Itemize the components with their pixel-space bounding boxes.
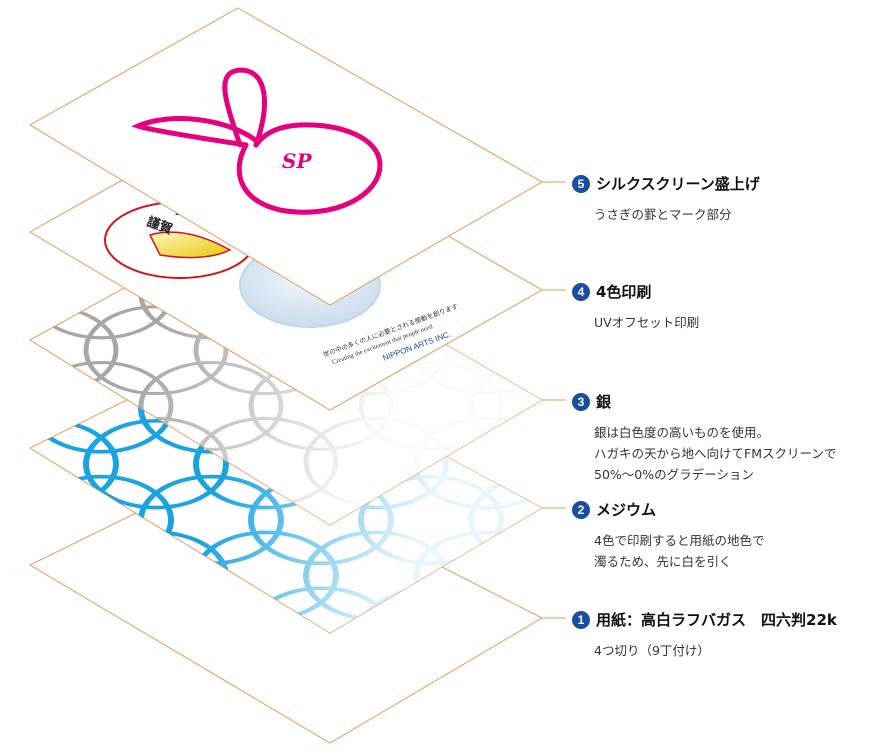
layer-2-desc-line: 4色で印刷すると用紙の地色で: [594, 533, 765, 548]
layer-1-description: 4つ切り（9丁付け）: [594, 640, 882, 661]
layer-2-title: メジウム: [596, 501, 657, 519]
leader-lines: [542, 181, 566, 619]
layer-3-label: 3 銀 銀は白色度の高いものを使用。 ハガキの天から地へ向けてFMスクリーンで …: [572, 391, 882, 485]
layer-5-description: うさぎの罫とマーク部分: [594, 204, 882, 225]
layer-2-label: 2 メジウム 4色で印刷すると用紙の地色で 濁るため、先に白を引く: [572, 499, 882, 572]
layer-5-silkscreen: SP: [29, 7, 544, 306]
layer-3-desc-line: ハガキの天から地へ向けてFMスクリーンで: [594, 446, 837, 461]
layer-3-desc-line: 銀は白色度の高いものを使用。: [594, 425, 770, 440]
number-badge-5: 5: [572, 174, 590, 193]
layer-4-desc-line: UVオフセット印刷: [594, 315, 700, 330]
layer-5-label: 5 シルクスクリーン盛上げ うさぎの罫とマーク部分: [572, 173, 882, 225]
gold-leaf-shape: [148, 231, 232, 259]
layer-3-desc-line: 50%～0%のグラデーション: [594, 467, 754, 482]
layer-2-description: 4色で印刷すると用紙の地色で 濁るため、先に白を引く: [594, 530, 882, 572]
layer-3-description: 銀は白色度の高いものを使用。 ハガキの天から地へ向けてFMスクリーンで 50%～…: [594, 422, 882, 485]
rabbit-outline: [131, 67, 383, 215]
layer-5-frame: [29, 7, 544, 306]
number-badge-2: 2: [572, 500, 590, 519]
layer-1-heading: 1 用紙：高白ラフバガス 四六判22k: [572, 609, 882, 630]
layer-1-title: 用紙：高白ラフバガス 四六判22k: [596, 611, 837, 629]
layer-5-title: シルクスクリーン盛上げ: [596, 175, 760, 193]
number-badge-4: 4: [572, 282, 590, 301]
layer-3-heading: 3 銀: [572, 391, 882, 412]
rabbit-mark: SP: [282, 149, 312, 173]
layer-1-desc-line: 4つ切り（9丁付け）: [594, 643, 710, 658]
layer-4-label: 4 4色印刷 UVオフセット印刷: [572, 281, 882, 333]
layer-2-heading: 2 メジウム: [572, 499, 882, 520]
layer-5-desc-line: うさぎの罫とマーク部分: [594, 207, 732, 222]
layer-2-desc-line: 濁るため、先に白を引く: [594, 554, 732, 569]
layer-1-label: 1 用紙：高白ラフバガス 四六判22k 4つ切り（9丁付け）: [572, 609, 882, 661]
number-badge-1: 1: [572, 610, 590, 629]
layer-5-heading: 5 シルクスクリーン盛上げ: [572, 173, 882, 194]
layer-4-description: UVオフセット印刷: [594, 312, 882, 333]
layer-4-title: 4色印刷: [596, 283, 652, 301]
layer-4-heading: 4 4色印刷: [572, 281, 882, 302]
layer-3-title: 銀: [596, 393, 612, 411]
number-badge-3: 3: [572, 392, 590, 411]
